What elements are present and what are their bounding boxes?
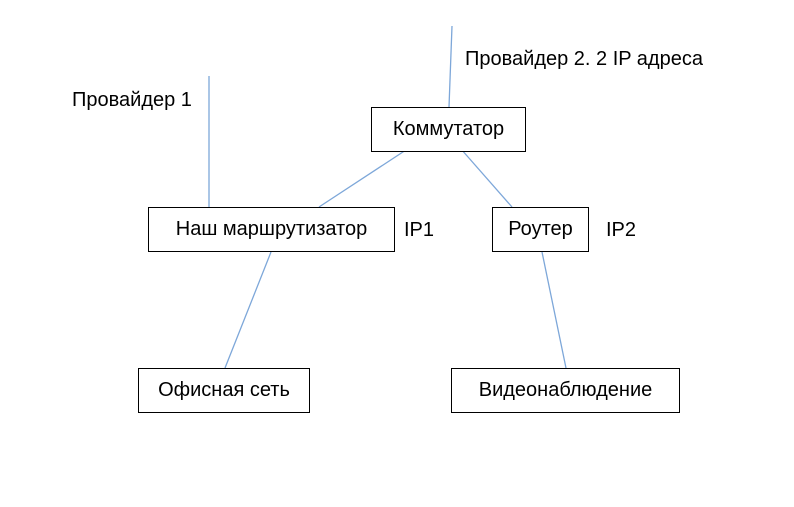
switch-node: Коммутатор <box>371 107 526 152</box>
router2-node: Роутер <box>492 207 589 252</box>
switch-to-router2-line <box>460 148 513 208</box>
router-node: Наш маршрутизатор <box>148 207 395 252</box>
switch-to-router-line <box>318 147 410 208</box>
office-network-node-label: Офисная сеть <box>158 379 290 401</box>
provider2-label: Провайдер 2. 2 IP адреса <box>465 48 703 70</box>
ip2-label: IP2 <box>606 219 637 241</box>
router2-node-label: Роутер <box>508 218 573 240</box>
ip1-label: IP1 <box>404 219 435 241</box>
provider2-line <box>448 25 453 108</box>
video-surveillance-node-label: Видеонаблюдение <box>478 379 653 401</box>
router-node-label: Наш маршрутизатор <box>175 218 368 240</box>
switch-node-label: Коммутатор <box>392 118 505 140</box>
router2-to-video-line <box>541 251 567 369</box>
office-network-node: Офисная сеть <box>138 368 310 413</box>
provider1-label: Провайдер 1 <box>72 89 192 111</box>
video-surveillance-node: Видеонаблюдение <box>451 368 680 413</box>
router-to-office-line <box>224 251 272 369</box>
